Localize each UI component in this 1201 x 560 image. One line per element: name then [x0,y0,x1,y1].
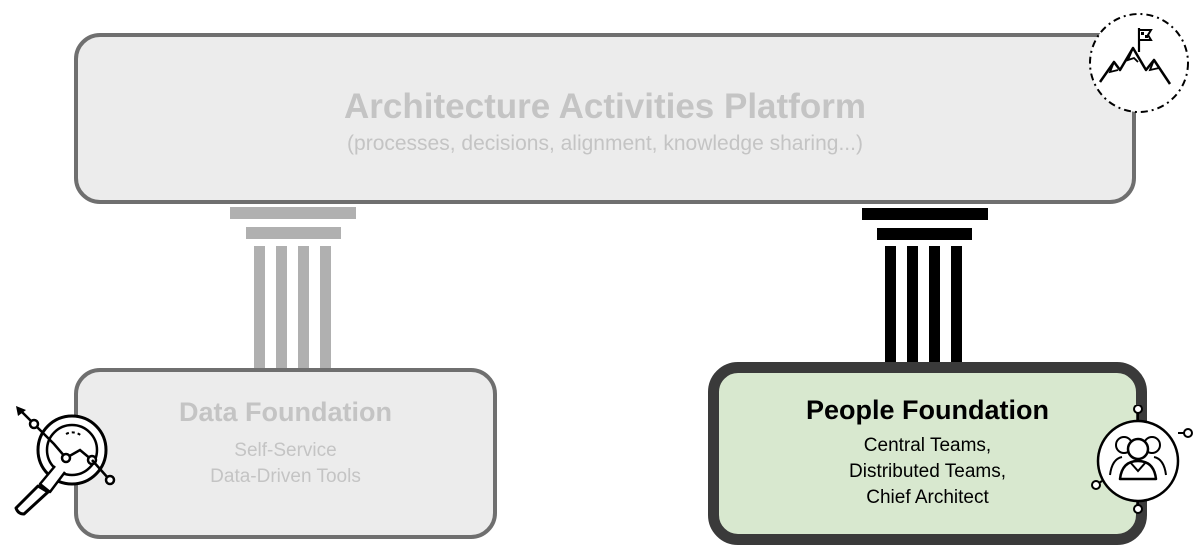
data-foundation-box: Data Foundation Self-Service Data-Driven… [74,368,497,539]
data-foundation-line: Self-Service [234,440,337,461]
people-foundation-line: Central Teams, [863,435,992,456]
black-pillar [862,208,988,370]
magnifier-analytics-icon [14,406,116,516]
people-network-icon [1091,405,1193,514]
gray-pillar [230,207,356,370]
mountain-flag-icon [1089,13,1189,113]
people-foundation-line: Distributed Teams, [849,461,1006,482]
platform-title: Architecture Activities Platform [344,87,866,126]
platform-subtitle: (processes, decisions, alignment, knowle… [347,132,863,155]
architecture-activities-platform-box: Architecture Activities Platform (proces… [74,33,1136,204]
people-foundation-box: People Foundation Central Teams, Distrib… [708,362,1147,545]
people-foundation-title: People Foundation [806,395,1049,425]
people-foundation-line: Chief Architect [866,487,989,508]
data-foundation-title: Data Foundation [179,397,392,427]
data-foundation-line: Data-Driven Tools [210,466,361,487]
